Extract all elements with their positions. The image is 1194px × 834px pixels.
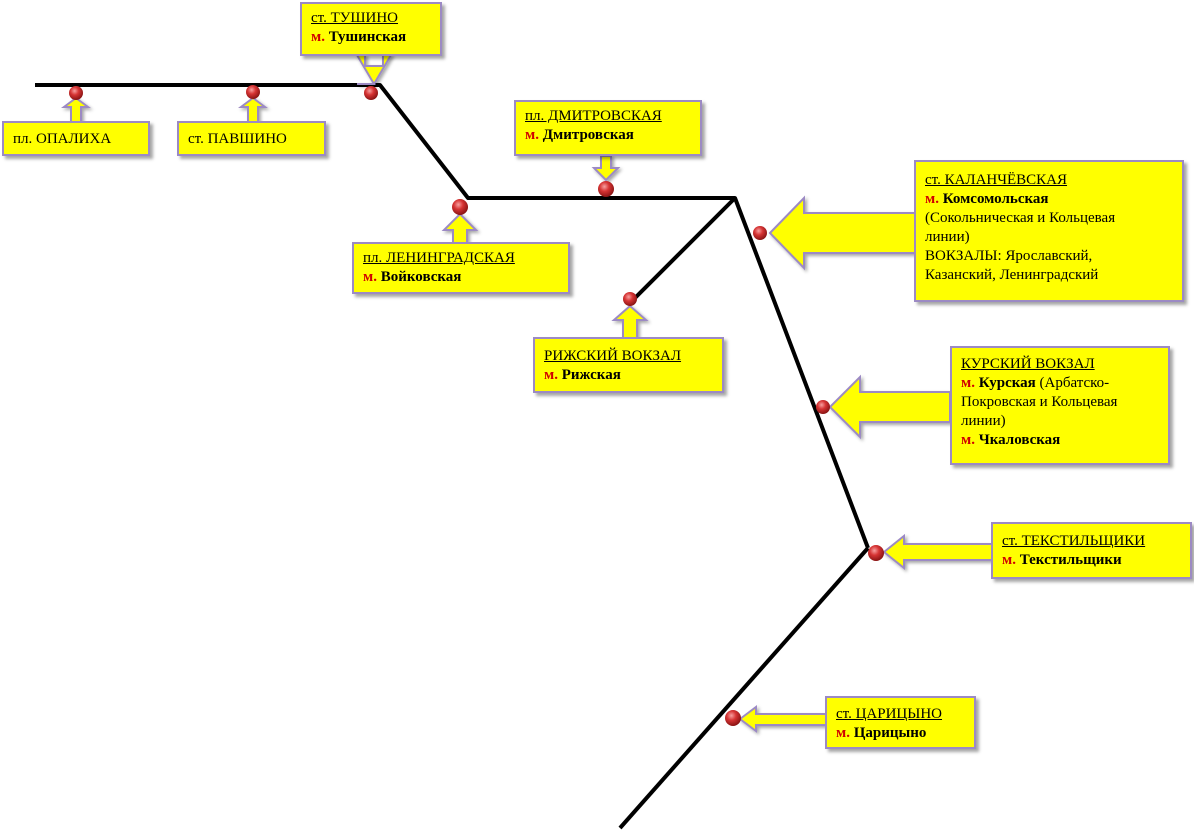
metro-line: м. Курская (Арбатско- — [961, 374, 1160, 393]
metro-line-2: м. Чкаловская — [961, 431, 1160, 450]
metro-note: (Арбатско- — [1039, 375, 1110, 391]
arrow-tsaritsyno — [738, 705, 827, 733]
metro-prefix: м. — [836, 725, 850, 741]
arrow-leningradskaya — [441, 212, 479, 245]
metro-note: линии) — [925, 229, 970, 245]
station-dot-tushino — [364, 86, 378, 100]
station-title: ст. ПАВШИНО — [188, 131, 287, 147]
station-title: пл. ЛЕНИНГРАДСКАЯ — [363, 250, 515, 266]
station-label-pavshino: ст. ПАВШИНО — [177, 121, 326, 156]
metro-line: м. Рижская — [544, 366, 714, 385]
station-title: пл. ОПАЛИХА — [13, 131, 112, 147]
station-label-dmitrovskaya: пл. ДМИТРОВСКАЯ м. Дмитровская — [514, 100, 702, 156]
metro-name: Царицыно — [853, 725, 927, 741]
railway-line-main — [35, 83, 870, 549]
station-dot-pavshino — [246, 85, 260, 99]
arrow-dmitrovskaya — [591, 155, 621, 182]
metro-name: Комсомольская — [942, 191, 1049, 207]
station-label-kursky: КУРСКИЙ ВОКЗАЛ м. Курская (Арбатско- Пок… — [950, 346, 1170, 465]
station-label-tsaritsyno: ст. ЦАРИЦЫНО м. Царицыно — [825, 696, 976, 749]
metro-prefix: м. — [961, 432, 975, 448]
railway-stations-note: ВОКЗАЛЫ: Ярославский, — [925, 248, 1093, 264]
metro-prefix: м. — [544, 367, 558, 383]
station-title: ст. ТУШИНО — [311, 10, 398, 26]
station-dot-tsaritsyno — [725, 710, 741, 726]
station-title: ст. ЦАРИЦЫНО — [836, 706, 943, 722]
station-title: РИЖСКИЙ ВОКЗАЛ — [544, 348, 682, 364]
arrow-rizhsky — [611, 304, 649, 339]
railway-line-south — [618, 546, 870, 830]
station-label-tekstilshchiki: ст. ТЕКСТИЛЬЩИКИ м. Текстильщики — [991, 522, 1192, 579]
station-dot-leningradskaya — [452, 199, 468, 215]
metro-line: м. Войковская — [363, 268, 560, 287]
metro-note: Покровская и Кольцевая — [961, 394, 1118, 410]
station-title: КУРСКИЙ ВОКЗАЛ — [961, 356, 1095, 372]
metro-line: м. Царицыно — [836, 724, 966, 743]
metro-line: м. Комсомольская — [925, 190, 1174, 209]
station-title: ст. ТЕКСТИЛЬЩИКИ — [1002, 533, 1146, 549]
metro-prefix: м. — [1002, 552, 1016, 568]
metro-prefix: м. — [525, 127, 539, 143]
arrow-pavshino — [238, 96, 268, 123]
metro-name: Тушинская — [328, 29, 407, 45]
station-dot-opaliha — [69, 86, 83, 100]
station-dot-dmitrovskaya — [598, 181, 614, 197]
station-title: пл. ДМИТРОВСКАЯ — [525, 108, 662, 124]
metro-prefix: м. — [925, 191, 939, 207]
railway-stations-note: Казанский, Ленинградский — [925, 267, 1099, 283]
station-dot-tekstilshchiki — [868, 545, 884, 561]
station-dot-rizhsky — [623, 292, 637, 306]
metro-name: Чкаловская — [978, 432, 1061, 448]
metro-name: Дмитровская — [542, 127, 634, 143]
station-title: ст. КАЛАНЧЁВСКАЯ — [925, 172, 1068, 188]
station-label-tushino: ст. ТУШИНО м. Тушинская — [300, 2, 442, 56]
metro-prefix: м. — [363, 269, 377, 285]
station-label-leningradskaya: пл. ЛЕНИНГРАДСКАЯ м. Войковская — [352, 242, 570, 294]
metro-name: Курская — [978, 375, 1036, 391]
metro-name: Текстильщики — [1019, 552, 1122, 568]
metro-line: м. Текстильщики — [1002, 551, 1182, 570]
metro-prefix: м. — [311, 29, 325, 45]
station-dot-kalanchevskaya — [753, 226, 767, 240]
arrow-kalanchevskaya — [768, 195, 917, 271]
metro-name: Рижская — [561, 367, 621, 383]
station-label-rizhsky: РИЖСКИЙ ВОКЗАЛ м. Рижская — [533, 337, 724, 393]
arrow-opaliha — [61, 96, 91, 123]
metro-note: (Сокольническая и Кольцевая — [925, 210, 1116, 226]
station-dot-kursky — [816, 400, 830, 414]
metro-line: м. Тушинская — [311, 28, 432, 47]
metro-name: Войковская — [380, 269, 462, 285]
station-label-opaliha: пл. ОПАЛИХА — [2, 121, 150, 156]
metro-line: м. Дмитровская — [525, 126, 692, 145]
arrow-tushino — [355, 54, 393, 85]
railway-line-branch-rizhsky — [633, 196, 737, 300]
station-label-kalanchevskaya: ст. КАЛАНЧЁВСКАЯ м. Комсомольская (Сокол… — [914, 160, 1184, 302]
metro-note: линии) — [961, 413, 1006, 429]
metro-prefix: м. — [961, 375, 975, 391]
arrow-tekstilshchiki — [882, 533, 993, 571]
arrow-kursky — [828, 374, 951, 440]
